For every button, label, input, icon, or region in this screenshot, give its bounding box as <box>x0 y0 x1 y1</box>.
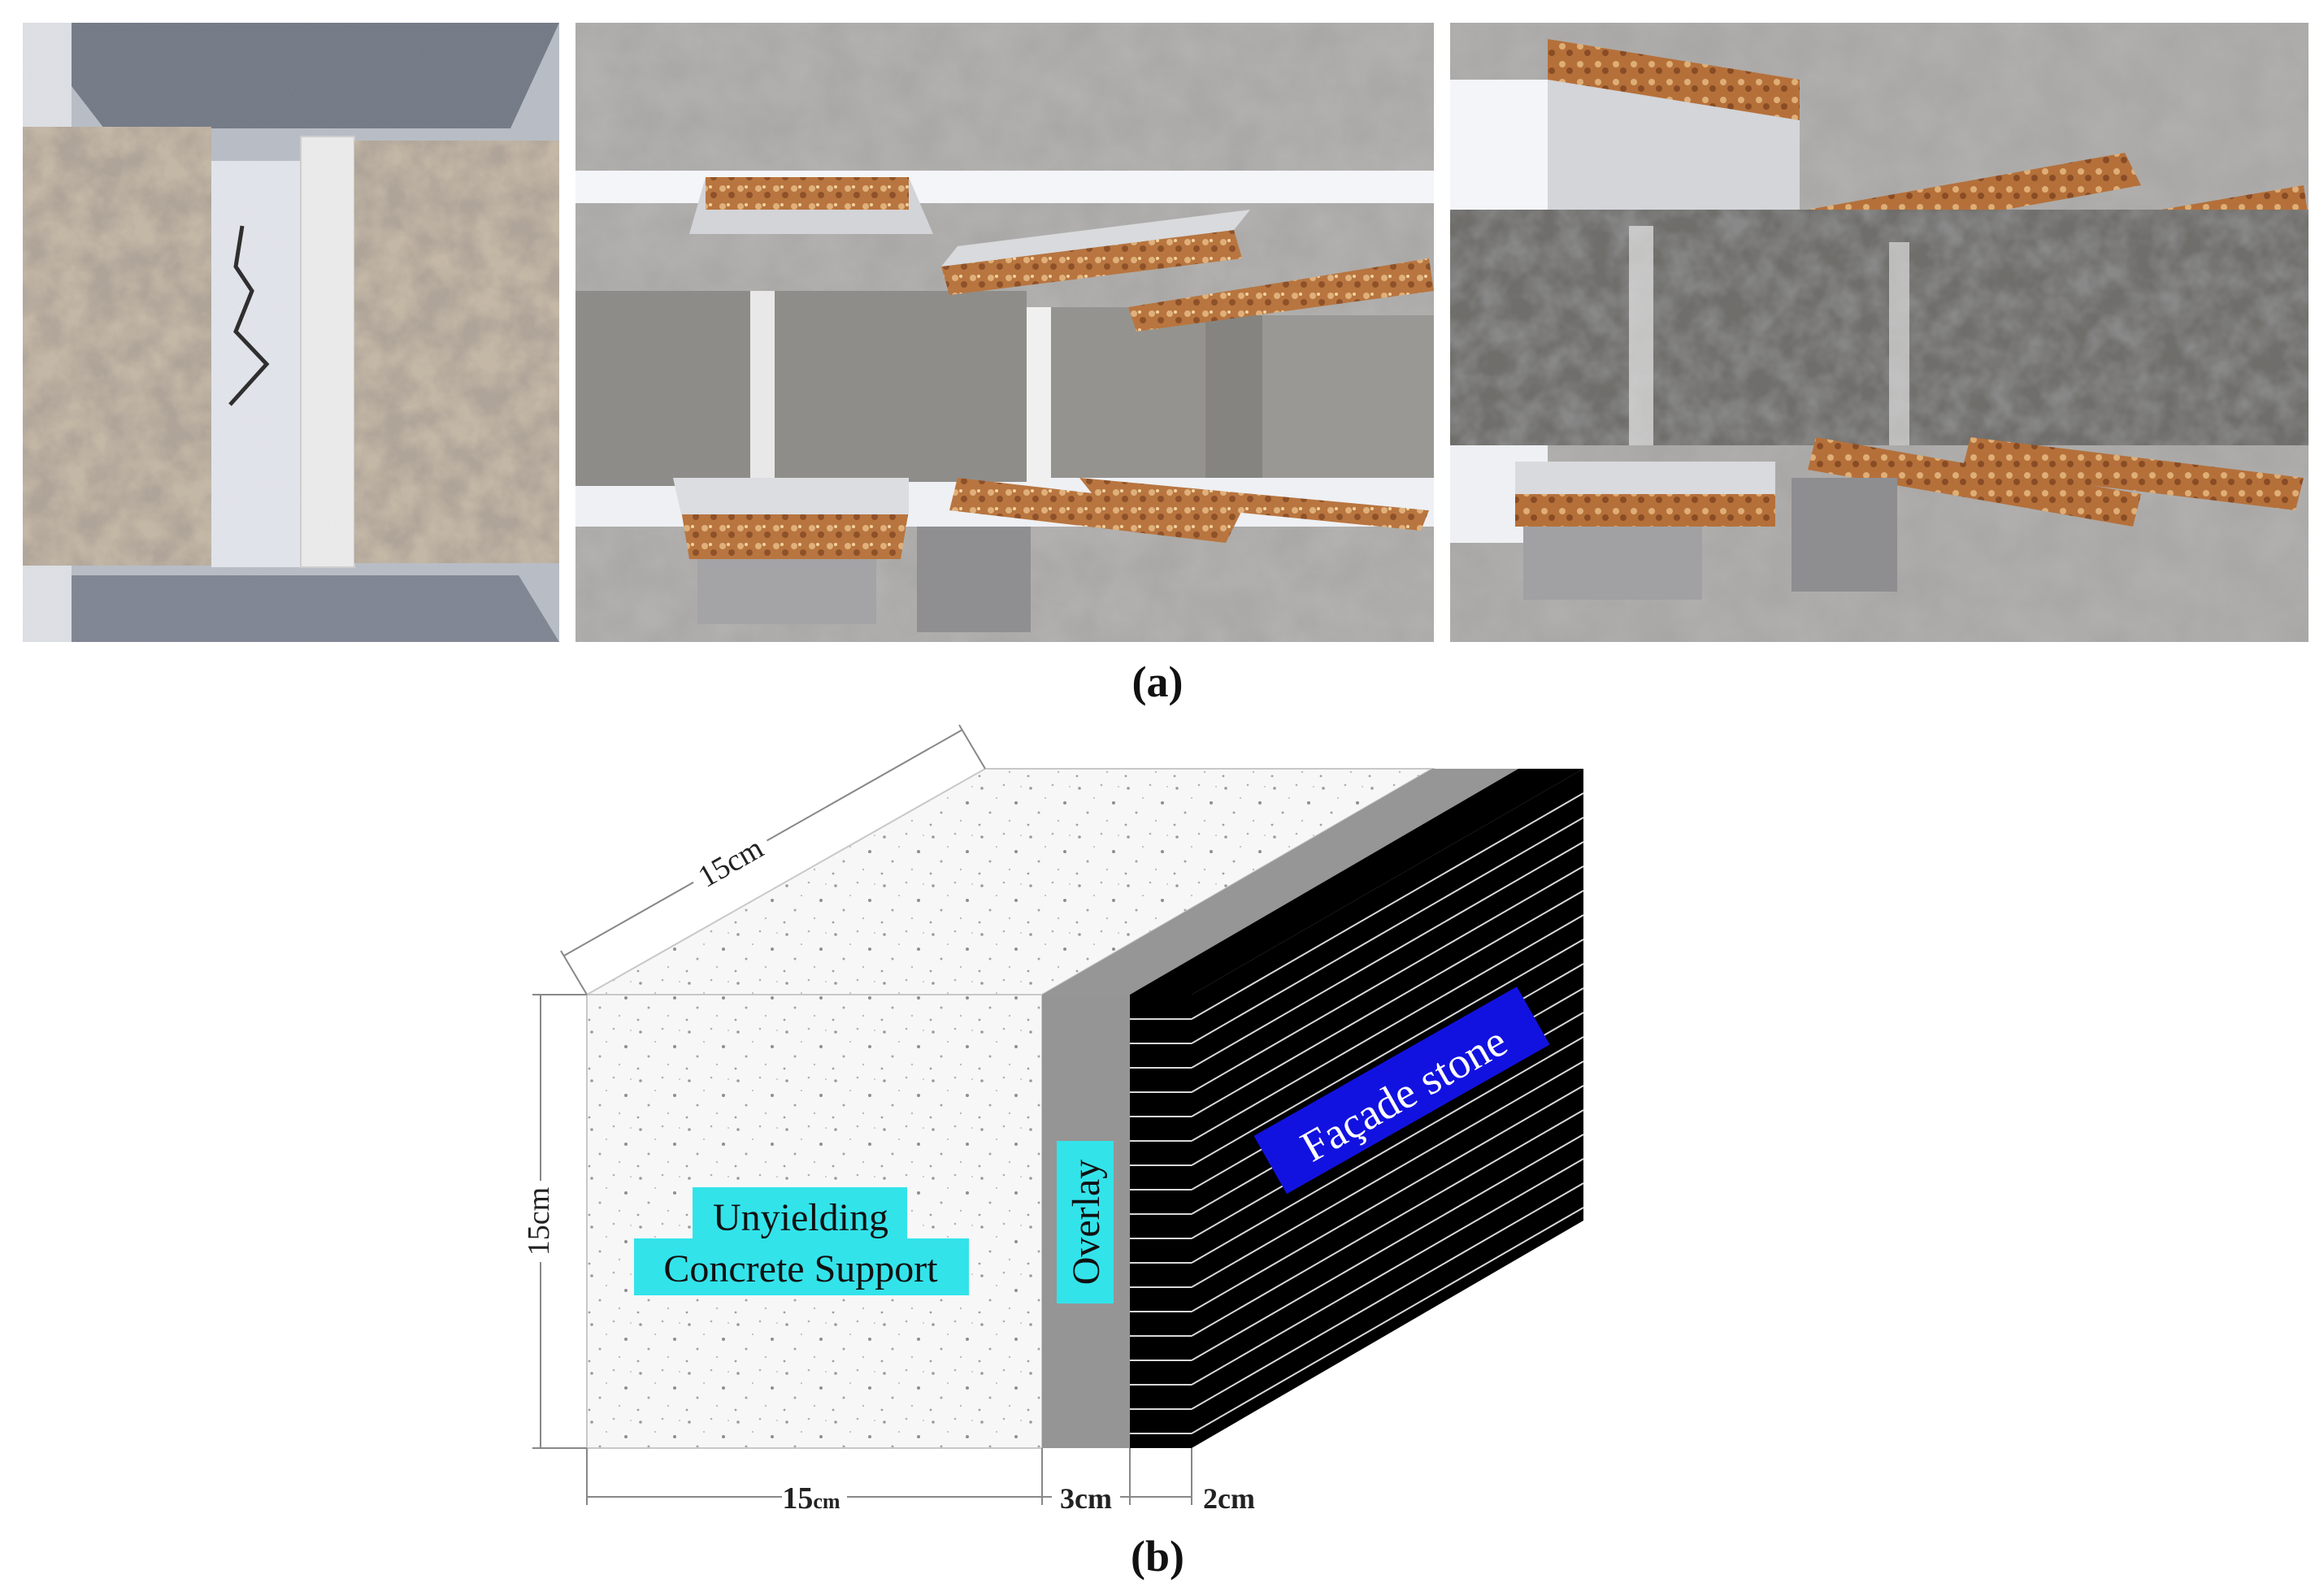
photo-specimens-dry-image <box>575 23 1434 642</box>
label-concrete-support: Unyielding Concrete Support <box>634 1187 969 1295</box>
stone-grain-line-side <box>1191 792 1584 1020</box>
svg-text:15cm: 15cm <box>522 1187 556 1256</box>
label-concrete-support-line1: Unyielding <box>713 1196 888 1239</box>
stone-grain-line-side <box>1191 817 1584 1044</box>
label-overlay: Overlay <box>1057 1141 1114 1303</box>
panel-a: (a) <box>0 0 2315 706</box>
dim-left-height: 15cm <box>522 1181 557 1262</box>
stone-grain-line-side <box>1191 939 1584 1166</box>
photo-top-view-specimen <box>23 23 559 642</box>
stone-grain-line-side <box>1191 1207 1584 1434</box>
dim-top-depth: 15cm <box>686 829 777 900</box>
photo-specimens-dry <box>575 23 1434 642</box>
stone-front-face <box>1130 995 1192 1448</box>
dim-bottom-width-unit: cm <box>813 1490 840 1513</box>
stone-grain-line-side <box>1191 914 1584 1142</box>
label-concrete-support-line2: Concrete Support <box>663 1247 938 1290</box>
stone-grain-line-side <box>1191 890 1584 1117</box>
specimen-schematic: 15cm 15cm 15cm 3cm 2cm Unyielding Concre… <box>522 724 1584 1516</box>
stone-grain-line-side <box>1191 1036 1584 1264</box>
stone-grain-line-side <box>1191 1182 1584 1410</box>
svg-text:3cm: 3cm <box>1060 1482 1112 1515</box>
photo-specimens-wet-image <box>1450 23 2308 642</box>
dim-bottom-width-number: 15 <box>782 1481 813 1516</box>
stone-grain-lines <box>1130 792 1584 1434</box>
overlay-top-face <box>1042 769 1518 995</box>
svg-text:2cm: 2cm <box>1203 1482 1255 1515</box>
dim-bottom-width: 15cm <box>782 1481 847 1516</box>
caption-b: (b) <box>1131 1532 1184 1581</box>
stone-grain-line-side <box>1191 865 1584 1093</box>
svg-text:15cm: 15cm <box>693 831 769 894</box>
stone-grain-line-side <box>1191 1109 1584 1337</box>
stone-grain-line-side <box>1191 1085 1584 1312</box>
photo-top-view-image <box>23 23 559 642</box>
dim-stone-width: 2cm <box>1197 1481 1265 1515</box>
photo-specimens-wet <box>1450 23 2308 642</box>
stone-top-face <box>1130 769 1583 995</box>
svg-text:Overlay: Overlay <box>1065 1160 1108 1286</box>
stone-grain-line-side <box>1191 1134 1584 1361</box>
stone-grain-line-side <box>1191 1060 1584 1288</box>
svg-text:15cm: 15cm <box>782 1481 840 1516</box>
dim-overlay-width: 3cm <box>1052 1481 1120 1515</box>
caption-a: (a) <box>1131 657 1184 706</box>
stone-grain-line-side <box>1191 1158 1584 1386</box>
stone-grain-line-side <box>1191 841 1584 1069</box>
